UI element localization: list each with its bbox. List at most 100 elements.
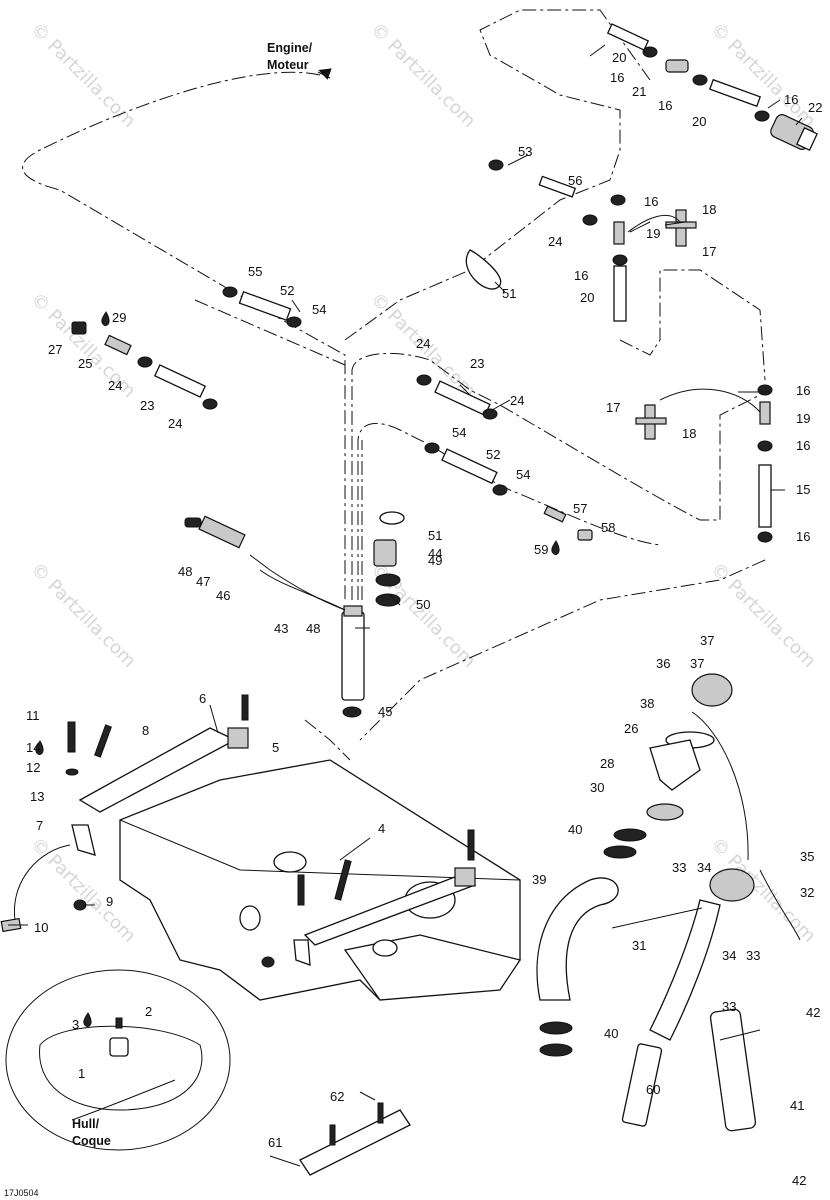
hull-label-line2: Coque	[72, 1134, 111, 1148]
callout-56: 56	[568, 173, 582, 188]
callout-18: 18	[682, 426, 696, 441]
callout-34: 34	[722, 948, 736, 963]
callout-25: 25	[78, 356, 92, 371]
callout-44: 44	[428, 546, 442, 561]
left-hose-group	[71, 286, 302, 410]
drop-icon	[35, 740, 44, 755]
drop-icons	[35, 311, 560, 1027]
drop-icon	[83, 1012, 92, 1027]
callout-24: 24	[548, 234, 562, 249]
callout-40: 40	[568, 822, 582, 837]
callout-19: 19	[646, 226, 660, 241]
engine-label-line2: Moteur	[267, 58, 309, 72]
callout-16: 16	[796, 438, 810, 453]
callout-61: 61	[268, 1135, 282, 1150]
callout-20: 20	[580, 290, 594, 305]
callout-16: 16	[796, 383, 810, 398]
callout-21: 21	[632, 84, 646, 99]
callout-35: 35	[800, 849, 814, 864]
callout-48: 48	[178, 564, 192, 579]
callout-39: 39	[532, 872, 546, 887]
callout-54: 54	[516, 467, 530, 482]
callout-42: 42	[806, 1005, 820, 1020]
callout-10: 10	[34, 920, 48, 935]
callout-17: 17	[606, 400, 620, 415]
callout-51: 51	[428, 528, 442, 543]
callout-14: 14	[26, 740, 40, 755]
fuel-pump-assembly	[184, 511, 405, 718]
callout-7: 7	[36, 818, 43, 833]
callout-50: 50	[416, 597, 430, 612]
watermark-text: © Partzilla.com	[26, 559, 139, 672]
callout-16: 16	[796, 529, 810, 544]
tee-fitting-18b	[635, 404, 667, 440]
callout-numbers: 20 16 21 16 20 16 22 53 56 16 18 24 19 1…	[26, 50, 822, 1188]
callout-34: 34	[697, 860, 711, 875]
callout-24: 24	[510, 393, 524, 408]
watermark-text: © Partzilla.com	[366, 19, 479, 132]
callout-4: 4	[378, 821, 385, 836]
callout-16: 16	[658, 98, 672, 113]
callout-24: 24	[108, 378, 122, 393]
pad-61	[299, 1102, 411, 1176]
middle-hose-group	[416, 374, 593, 541]
callout-62: 62	[330, 1089, 344, 1104]
callout-9: 9	[106, 894, 113, 909]
tee-fitting-18	[665, 209, 697, 247]
callout-37: 37	[690, 656, 704, 671]
callout-53: 53	[518, 144, 532, 159]
callout-37: 37	[700, 633, 714, 648]
callout-3: 3	[72, 1017, 79, 1032]
callout-20: 20	[692, 114, 706, 129]
callout-5: 5	[272, 740, 279, 755]
callout-15: 15	[796, 482, 810, 497]
callout-40: 40	[604, 1026, 618, 1041]
filler-neck-assembly	[536, 673, 801, 1132]
watermark-text: © Partzilla.com	[706, 559, 819, 672]
callout-57: 57	[573, 501, 587, 516]
callout-42: 42	[792, 1173, 806, 1188]
callout-30: 30	[590, 780, 604, 795]
callout-29: 29	[112, 310, 126, 325]
callout-17: 17	[702, 244, 716, 259]
callout-18: 18	[702, 202, 716, 217]
callout-16: 16	[784, 92, 798, 107]
leader-lines	[8, 44, 803, 1167]
callout-11: 11	[26, 708, 40, 723]
callout-2: 2	[145, 1004, 152, 1019]
callout-52: 52	[280, 283, 294, 298]
callout-60: 60	[646, 1082, 660, 1097]
callout-36: 36	[656, 656, 670, 671]
callout-54: 54	[312, 302, 326, 317]
hull-detail: Hull/ Coque	[5, 969, 231, 1151]
callout-24: 24	[168, 416, 182, 431]
arrow-right-icon	[318, 68, 332, 80]
callout-6: 6	[199, 691, 206, 706]
callout-28: 28	[600, 756, 614, 771]
tank-straps	[0, 694, 477, 968]
engine-label-line1: Engine/	[267, 41, 313, 55]
callout-49: 49	[428, 553, 442, 568]
callout-23: 23	[140, 398, 154, 413]
callout-13: 13	[30, 789, 44, 804]
callout-38: 38	[640, 696, 654, 711]
engine-label: Engine/ Moteur	[267, 41, 332, 80]
callout-16: 16	[644, 194, 658, 209]
callout-33: 33	[672, 860, 686, 875]
callout-48: 48	[306, 621, 320, 636]
callout-16: 16	[610, 70, 624, 85]
fuel-fitting-22	[770, 114, 819, 151]
upper-right-hoses	[465, 23, 819, 322]
callout-46: 46	[216, 588, 230, 603]
callout-16: 16	[574, 268, 588, 283]
callout-51: 51	[502, 286, 516, 301]
callout-24: 24	[416, 336, 430, 351]
callout-8: 8	[142, 723, 149, 738]
callout-33: 33	[746, 948, 760, 963]
callout-27: 27	[48, 342, 62, 357]
callout-55: 55	[248, 264, 262, 279]
callout-43: 43	[274, 621, 288, 636]
callout-45: 45	[378, 704, 392, 719]
right-hose-group	[635, 384, 773, 543]
